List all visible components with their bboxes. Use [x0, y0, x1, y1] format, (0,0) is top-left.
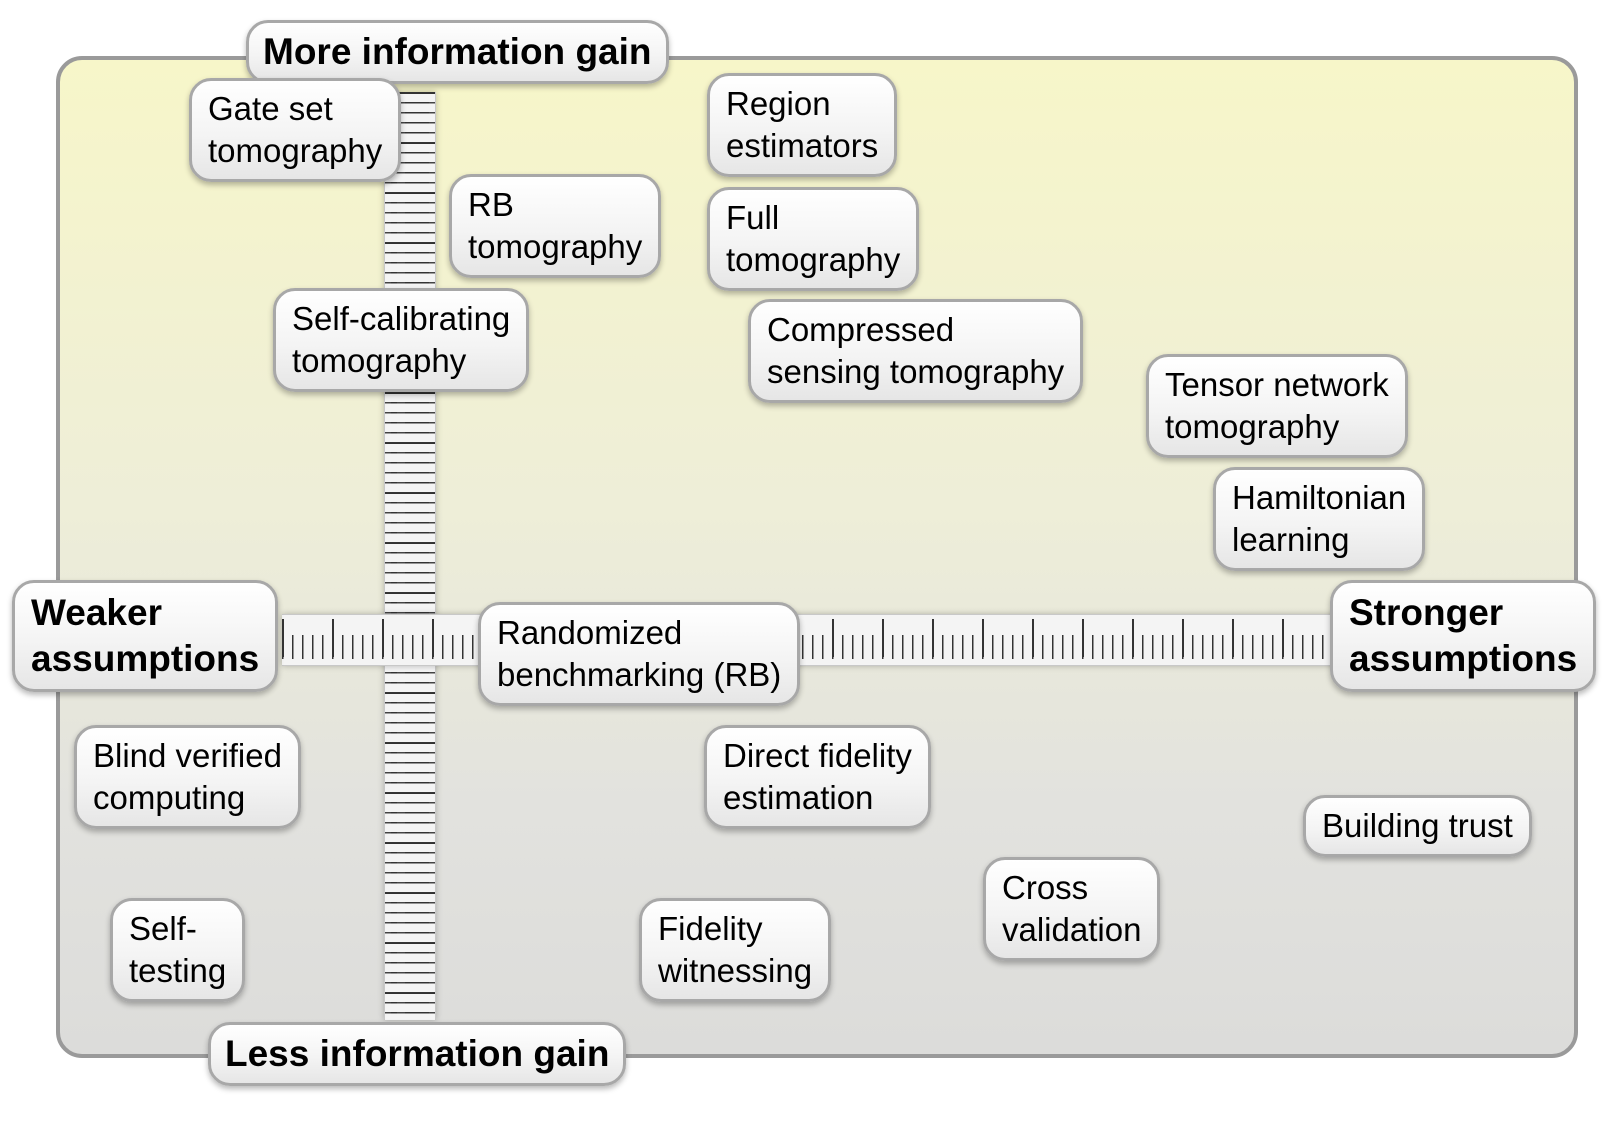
method-line2: estimators	[726, 127, 879, 164]
method-line2: computing	[93, 779, 246, 816]
horizontal-axis-ruler	[282, 614, 1342, 666]
method-tensor-network-tomography: Tensor network tomography	[1146, 354, 1408, 458]
axis-label-left-line2: assumptions	[31, 638, 260, 679]
method-region-estimators: Region estimators	[707, 73, 898, 177]
method-rb-tomography: RB tomography	[449, 174, 662, 278]
method-line1: Blind verified	[93, 737, 282, 774]
method-line2: learning	[1232, 521, 1350, 558]
method-direct-fidelity-estimation: Direct fidelity estimation	[704, 725, 931, 829]
method-self-calibrating-tomography: Self-calibrating tomography	[273, 288, 530, 392]
method-line1: Compressed	[767, 311, 955, 348]
axis-label-right: Stronger assumptions	[1330, 580, 1597, 692]
method-line1: Randomized	[497, 614, 683, 651]
axis-label-top-text: More information gain	[263, 31, 652, 72]
method-line2: tomography	[726, 241, 901, 278]
method-line1: Cross	[1002, 869, 1089, 906]
method-blind-verified-computing: Blind verified computing	[74, 725, 301, 829]
method-full-tomography: Full tomography	[707, 187, 920, 291]
method-line1: RB	[468, 186, 514, 223]
method-line1: Full	[726, 199, 780, 236]
method-line2: testing	[129, 952, 227, 989]
method-randomized-benchmarking: Randomized benchmarking (RB)	[478, 602, 801, 706]
method-line2: tomography	[208, 132, 383, 169]
method-cross-validation: Cross validation	[983, 857, 1161, 961]
axis-label-left: Weaker assumptions	[12, 580, 279, 692]
method-line1: Region	[726, 85, 831, 122]
method-compressed-sensing-tomography: Compressed sensing tomography	[748, 299, 1084, 403]
method-line1: Fidelity	[658, 910, 763, 947]
axis-label-bottom: Less information gain	[208, 1022, 627, 1086]
method-line2: tomography	[1165, 408, 1340, 445]
method-fidelity-witnessing: Fidelity witnessing	[639, 898, 832, 1002]
method-line1: Direct fidelity	[723, 737, 912, 774]
method-line2: witnessing	[658, 952, 813, 989]
axis-label-right-line1: Stronger	[1349, 592, 1504, 633]
method-building-trust: Building trust	[1303, 795, 1532, 857]
method-line2: estimation	[723, 779, 874, 816]
method-hamiltonian-learning: Hamiltonian learning	[1213, 467, 1426, 571]
method-gate-set-tomography: Gate set tomography	[189, 78, 402, 182]
axis-label-top: More information gain	[246, 20, 669, 84]
axis-label-bottom-text: Less information gain	[225, 1033, 610, 1074]
method-line1: Self-	[129, 910, 197, 947]
method-line2: validation	[1002, 911, 1142, 948]
vertical-axis-ruler	[384, 92, 436, 1020]
method-line2: sensing tomography	[767, 353, 1065, 390]
axis-label-right-line2: assumptions	[1349, 638, 1578, 679]
method-line1: Hamiltonian	[1232, 479, 1407, 516]
method-line2: tomography	[468, 228, 643, 265]
method-line2: tomography	[292, 342, 467, 379]
method-line1: Building trust	[1322, 807, 1513, 844]
method-line1: Tensor network	[1165, 366, 1389, 403]
method-self-testing: Self- testing	[110, 898, 246, 1002]
method-line1: Self-calibrating	[292, 300, 511, 337]
method-line2: benchmarking (RB)	[497, 656, 782, 693]
axis-label-left-line1: Weaker	[31, 592, 162, 633]
method-line1: Gate set	[208, 90, 333, 127]
